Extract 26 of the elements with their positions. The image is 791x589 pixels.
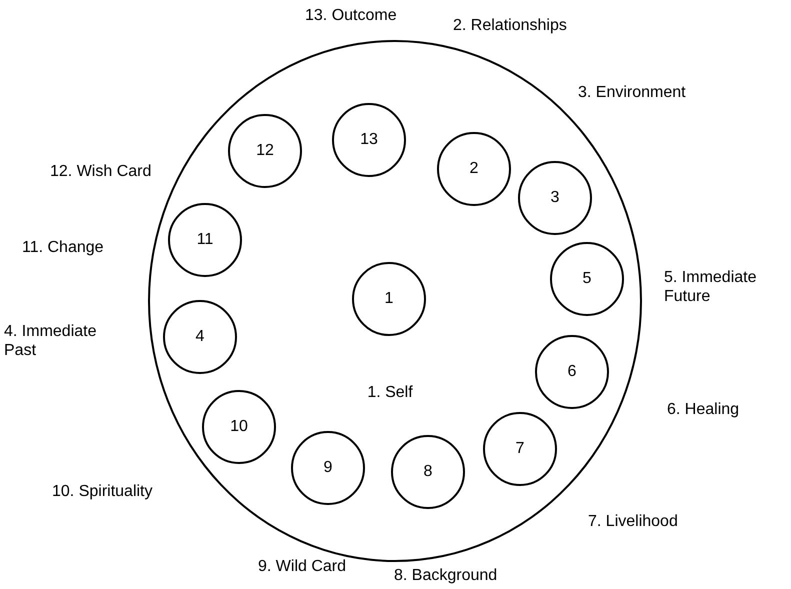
numbered-circle: 5 bbox=[550, 242, 624, 316]
position-label: 8. Background bbox=[394, 566, 498, 585]
position-label: 13. Outcome bbox=[305, 6, 397, 25]
numbered-circle: 8 bbox=[391, 435, 465, 509]
position-label: 4. Immediate Past bbox=[4, 322, 98, 360]
numbered-circle: 10 bbox=[202, 390, 276, 464]
numbered-circle: 7 bbox=[483, 412, 557, 486]
position-label: 6. Healing bbox=[667, 400, 740, 419]
position-label: 12. Wish Card bbox=[50, 162, 152, 181]
position-label: 5. Immediate Future bbox=[664, 268, 758, 306]
position-label: 9. Wild Card bbox=[258, 557, 346, 576]
numbered-circle: 4 bbox=[163, 300, 237, 374]
numbered-circle: 3 bbox=[518, 161, 592, 235]
position-label: 7. Livelihood bbox=[588, 512, 678, 531]
numbered-circle: 1 bbox=[352, 262, 426, 336]
numbered-circle: 6 bbox=[535, 335, 609, 409]
position-label: 10. Spirituality bbox=[52, 482, 152, 501]
numbered-circle: 12 bbox=[228, 114, 302, 188]
position-label: 11. Change bbox=[22, 238, 104, 257]
numbered-circle: 11 bbox=[168, 203, 242, 277]
numbered-circle: 9 bbox=[291, 431, 365, 505]
position-label: 2. Relationships bbox=[453, 16, 567, 35]
numbered-circle: 13 bbox=[332, 103, 406, 177]
numbered-circle: 2 bbox=[437, 132, 511, 206]
position-label: 3. Environment bbox=[578, 83, 686, 102]
position-label: 1. Self bbox=[366, 383, 414, 402]
